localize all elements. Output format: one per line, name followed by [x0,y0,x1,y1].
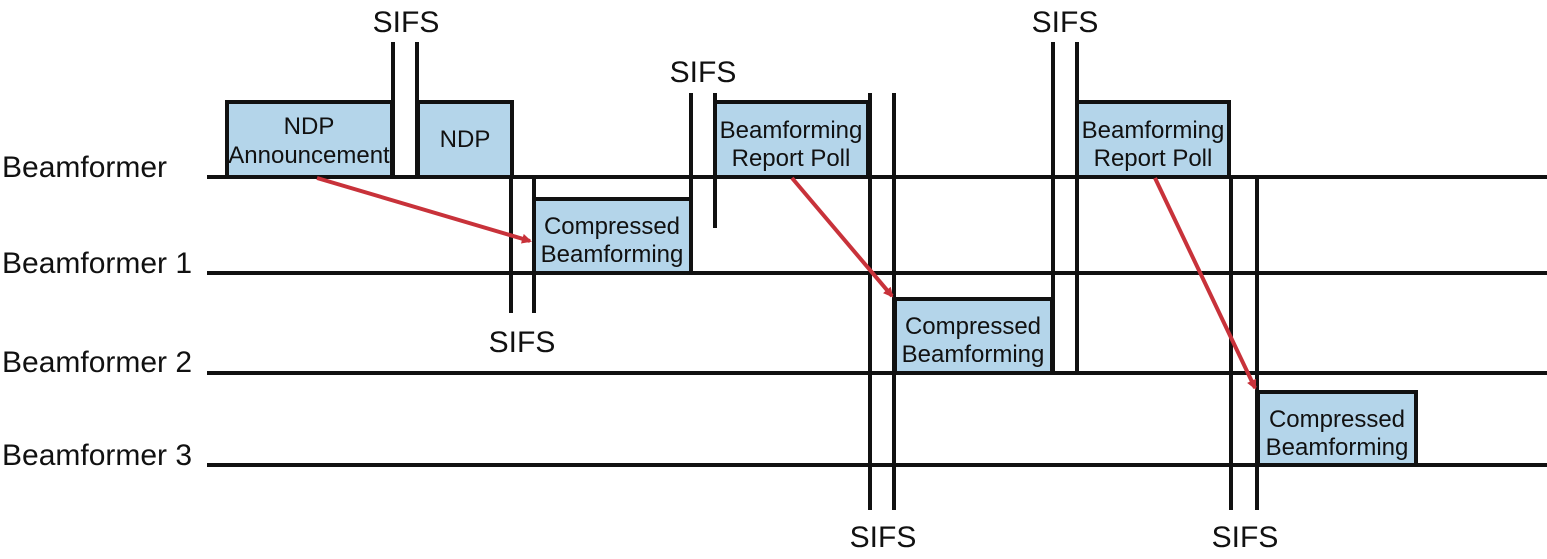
frame-beamforming-report-poll-2: Beamforming Report Poll [1075,100,1231,179]
arrow-poll-to-feedback-2 [790,176,894,298]
frame-text: Report Poll [1094,145,1213,172]
frame-text: Compressed [1269,406,1405,433]
station-label-beamformer: Beamformer [2,151,167,184]
sifs-marker-6 [1229,177,1259,510]
frame-compressed-beamforming-2: Compressed Beamforming [893,297,1054,375]
frame-text: Beamforming [720,117,863,144]
frame-compressed-beamforming-1: Compressed Beamforming [532,197,693,275]
sifs-marker-5 [1051,42,1079,373]
sifs-marker-4 [868,93,896,510]
frame-text: Beamforming [1266,434,1409,461]
arrow-announcement-to-feedback-1 [316,176,532,244]
station-label-beamformer-1: Beamformer 1 [2,247,192,280]
station-label-beamformer-2: Beamformer 2 [2,346,192,379]
frame-text: NDP [440,126,491,153]
sifs-label-6: SIFS [1212,521,1279,554]
frame-text: Beamforming [902,341,1045,368]
frame-text: Compressed [544,213,680,240]
sifs-marker-1 [391,42,419,177]
frame-text: Announcement [228,142,390,169]
station-label-beamformer-3: Beamformer 3 [2,439,192,472]
frame-ndp: NDP [416,100,514,179]
sifs-label-2: SIFS [489,326,556,359]
sifs-label-4: SIFS [850,521,917,554]
frame-text: Compressed [905,313,1041,340]
sifs-marker-3 [689,93,717,273]
sifs-label-3: SIFS [670,56,737,89]
sifs-label-1: SIFS [373,6,440,39]
frame-text: Beamforming [541,241,684,268]
frame-text: Beamforming [1082,117,1225,144]
arrow-poll-to-feedback-3 [1153,177,1257,390]
frame-ndp-announcement: NDP Announcement [225,100,394,179]
sifs-marker-2 [509,177,536,313]
sifs-label-5: SIFS [1032,6,1099,39]
frame-text: Report Poll [732,145,851,172]
frame-beamforming-report-poll-1: Beamforming Report Poll [713,100,870,179]
frame-compressed-beamforming-3: Compressed Beamforming [1256,390,1418,467]
frame-text: NDP [284,113,335,140]
